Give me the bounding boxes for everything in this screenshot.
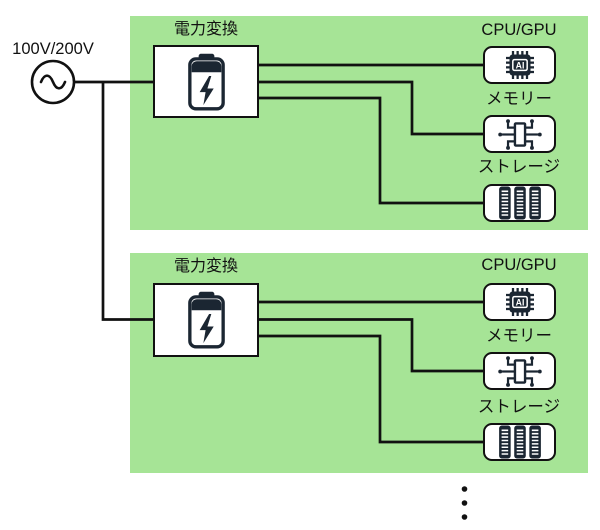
ac-source-icon <box>30 59 76 105</box>
battery-bolt-icon <box>187 53 225 110</box>
component-box-memory <box>483 352 556 390</box>
wire-rack2-memory <box>259 318 484 373</box>
power-converter-box-rack1 <box>153 45 259 118</box>
converter-label-rack1: 電力変換 <box>173 21 238 38</box>
svg-text:AI: AI <box>515 297 524 307</box>
component-label-cpu-gpu: CPU/GPU <box>481 21 557 39</box>
power-converter-box-rack2 <box>153 283 259 357</box>
component-box-storage <box>483 184 556 222</box>
component-box-memory <box>483 115 556 153</box>
battery-bolt-icon <box>187 291 225 349</box>
component-box-storage <box>483 423 556 461</box>
disk-stack-icon <box>498 425 541 459</box>
circuit-chip-icon <box>497 355 542 387</box>
component-box-cpu-gpu: AI <box>483 283 556 321</box>
wire-source-branch-to-rack2 <box>101 82 154 321</box>
ai-chip-icon: AI <box>505 51 534 79</box>
circuit-chip-icon <box>497 118 542 150</box>
wire-rack1-storage <box>259 96 484 205</box>
continuation-dots <box>461 486 468 520</box>
disk-stack-icon <box>498 186 541 220</box>
source-voltage-label: 100V/200V <box>12 40 94 58</box>
converter-label-rack2: 電力変換 <box>173 258 238 275</box>
wire-rack1-memory <box>259 80 484 136</box>
ai-chip-icon: AI <box>505 288 534 316</box>
component-label-storage: ストレージ <box>477 398 561 416</box>
component-label-storage: ストレージ <box>477 158 561 176</box>
component-box-cpu-gpu: AI <box>483 46 556 84</box>
component-label-cpu-gpu: CPU/GPU <box>481 256 557 274</box>
wire-rack2-storage <box>259 334 484 444</box>
svg-text:AI: AI <box>515 60 524 70</box>
component-label-memory: メモリー <box>486 327 552 345</box>
component-label-memory: メモリー <box>486 90 552 108</box>
